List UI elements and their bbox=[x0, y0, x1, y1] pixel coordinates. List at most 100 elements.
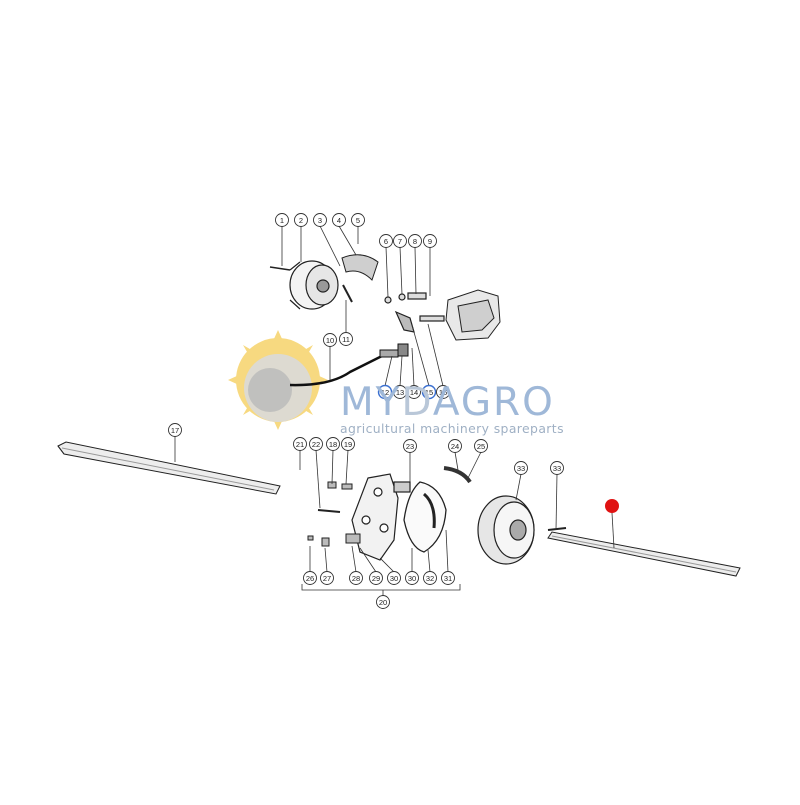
callout-number: 4 bbox=[337, 216, 341, 225]
callout-30: 30 bbox=[387, 571, 401, 585]
callout-circle bbox=[408, 234, 422, 248]
callout-circle bbox=[341, 437, 355, 451]
callout-13: 13 bbox=[393, 385, 407, 399]
callout-number: 27 bbox=[323, 574, 331, 583]
callout-circle bbox=[309, 437, 323, 451]
callout-circle bbox=[332, 213, 346, 227]
callout-17: 17 bbox=[168, 423, 182, 437]
callout-number: 33 bbox=[553, 464, 561, 473]
callout-number: 2 bbox=[299, 216, 303, 225]
sun-logo-icon bbox=[228, 330, 328, 430]
left-axle-shaft bbox=[57, 441, 281, 495]
callout-number: 7 bbox=[398, 237, 402, 246]
callout-number: 16 bbox=[439, 388, 447, 397]
callout-circle bbox=[405, 571, 419, 585]
callout-number: 31 bbox=[444, 574, 452, 583]
callout-number: 23 bbox=[406, 442, 414, 451]
callout-18: 18 bbox=[326, 437, 340, 451]
callout-number: 3 bbox=[318, 216, 322, 225]
highlight-leader bbox=[611, 512, 615, 549]
bolt-small-parts bbox=[384, 292, 445, 333]
brand-name-part2: D bbox=[401, 380, 433, 425]
callout-number: 29 bbox=[372, 574, 380, 583]
callout-circle bbox=[423, 571, 437, 585]
callout-15: 15 bbox=[421, 384, 437, 400]
callout-number: 25 bbox=[477, 442, 485, 451]
large-brake-drum bbox=[477, 495, 535, 565]
callout-9: 9 bbox=[423, 234, 437, 248]
callout-circle bbox=[313, 213, 327, 227]
callout-6: 6 bbox=[379, 234, 393, 248]
callout-circle bbox=[474, 439, 488, 453]
callout-27: 27 bbox=[320, 571, 334, 585]
brand-tagline: agricultural machinery spareparts bbox=[340, 421, 564, 436]
callout-31: 31 bbox=[441, 571, 455, 585]
callout-leaders bbox=[174, 225, 558, 596]
callout-number: 15 bbox=[425, 388, 433, 397]
brake-shoe-assembly bbox=[403, 466, 472, 553]
callout-circle bbox=[376, 595, 390, 609]
callout-number: 6 bbox=[384, 237, 388, 246]
callout-28: 28 bbox=[349, 571, 363, 585]
small-fittings bbox=[307, 481, 361, 547]
brake-backing-plate bbox=[351, 473, 411, 561]
callout-circle bbox=[275, 213, 289, 227]
brand-name: MYDAGRO bbox=[340, 383, 620, 423]
callout-number: 14 bbox=[410, 388, 418, 397]
callout-number: 5 bbox=[356, 216, 360, 225]
right-axle-shaft bbox=[547, 527, 741, 577]
callout-circle bbox=[339, 332, 353, 346]
callout-circle bbox=[303, 571, 317, 585]
brake-lining-top bbox=[341, 254, 379, 303]
brand-name-part1: MY bbox=[340, 380, 402, 425]
callout-circle bbox=[369, 571, 383, 585]
callout-circle bbox=[441, 571, 455, 585]
callout-circle bbox=[293, 437, 307, 451]
callout-10: 10 bbox=[323, 333, 337, 347]
callout-1: 1 bbox=[275, 213, 289, 227]
callout-number: 10 bbox=[326, 336, 334, 345]
callout-number: 11 bbox=[342, 335, 350, 344]
callout-number: 17 bbox=[171, 426, 179, 435]
callout-circle bbox=[320, 571, 334, 585]
callout-number: 33 bbox=[517, 464, 525, 473]
callout-number: 22 bbox=[312, 440, 320, 449]
callout-circle bbox=[407, 385, 421, 399]
callout-circle bbox=[294, 213, 308, 227]
callout-number: 24 bbox=[451, 442, 459, 451]
callout-number: 21 bbox=[296, 440, 304, 449]
callout-circle bbox=[387, 571, 401, 585]
brake-cable-part bbox=[289, 343, 409, 387]
callout-19: 19 bbox=[341, 437, 355, 451]
callout-circle bbox=[448, 439, 462, 453]
callout-30: 30 bbox=[405, 571, 419, 585]
callout-number: 9 bbox=[428, 237, 432, 246]
callout-33-bolt: 33 bbox=[550, 461, 564, 475]
callout-circle bbox=[168, 423, 182, 437]
callout-21: 21 bbox=[293, 437, 307, 451]
callout-circle bbox=[349, 571, 363, 585]
brand-watermark: MYDAGRO agricultural machinery sparepart… bbox=[340, 383, 620, 437]
callout-11: 11 bbox=[339, 332, 353, 346]
callout-4: 4 bbox=[332, 213, 346, 227]
callout-circle bbox=[436, 385, 450, 399]
callout-number: 28 bbox=[352, 574, 360, 583]
callout-number: 30 bbox=[408, 574, 416, 583]
callout-circle bbox=[326, 437, 340, 451]
housing-part bbox=[445, 289, 501, 341]
callout-16: 16 bbox=[436, 385, 450, 399]
callout-2: 2 bbox=[294, 213, 308, 227]
callout-circle bbox=[403, 439, 417, 453]
callout-23: 23 bbox=[403, 439, 417, 453]
callout-number: 13 bbox=[396, 388, 404, 397]
callout-circle bbox=[393, 385, 407, 399]
callout-25: 25 bbox=[474, 439, 488, 453]
callout-number: 30 bbox=[390, 574, 398, 583]
callout-circle bbox=[351, 213, 365, 227]
callout-32: 32 bbox=[423, 571, 437, 585]
callout-22: 22 bbox=[309, 437, 323, 451]
highlight-marker-icon bbox=[605, 499, 619, 513]
